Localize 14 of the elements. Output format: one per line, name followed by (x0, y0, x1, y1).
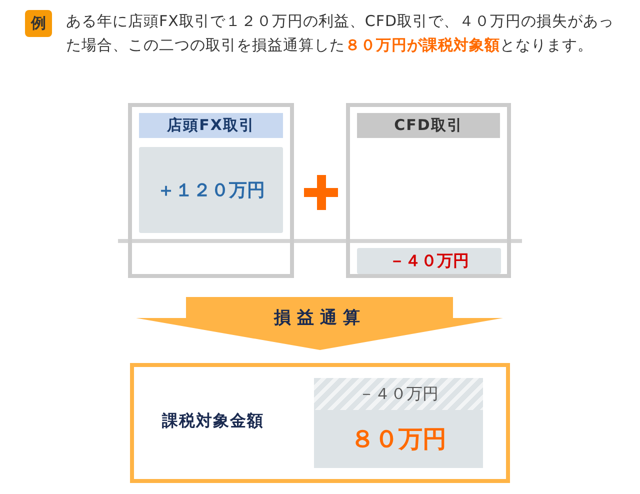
transaction-frame (128, 103, 294, 278)
profit-value: ＋１２０万円 (139, 147, 283, 233)
result-box (130, 363, 510, 483)
transaction-frame (346, 103, 511, 278)
frame-heading: CFD取引 (357, 113, 500, 138)
frame-heading: 店頭FX取引 (139, 113, 283, 138)
down-arrow-banner (136, 297, 504, 351)
description-text: ある年に店頭FX取引で１２０万円の利益、CFD取引で、４０万円の損失があった場合、この二つの取引を損益通算した８０万円が課税対象額となります。 (66, 11, 616, 56)
result-label: 課税対象金額 (162, 411, 264, 432)
taxable-amount-value: ８０万円 (314, 410, 483, 468)
example-badge: 例 (25, 10, 52, 37)
banner-text: 損益通算 (272, 307, 367, 329)
offset-loss-value: －４０万円 (314, 378, 483, 410)
loss-value: －４０万円 (357, 248, 501, 274)
